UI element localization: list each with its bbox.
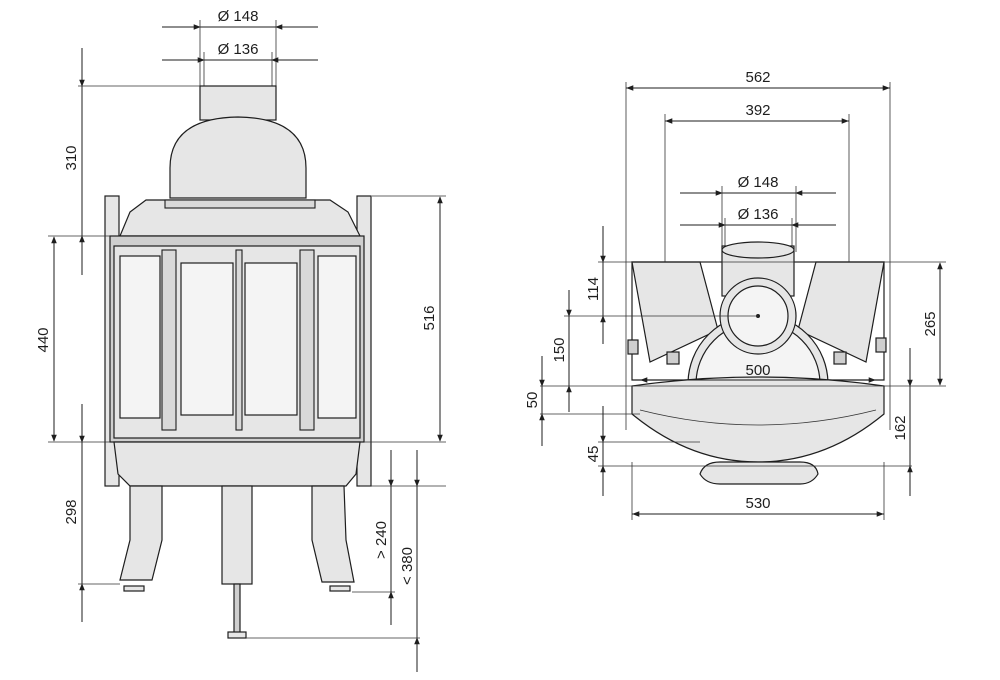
flue-to-front-dimension: 150 [551,290,572,412]
flue-outer-dimension: Ø 148 [162,8,318,88]
step-label: 45 [585,446,602,463]
min-height-dimension: > 240 [373,450,394,625]
max-height-label: < 380 [399,547,416,585]
flue-offset-label: 114 [585,277,602,301]
min-height-label: > 240 [373,521,390,559]
flue-offset-dimension: 114 [585,226,606,344]
door-height-label: 440 [35,327,52,352]
front-view: Ø 148 Ø 136 [35,8,446,672]
flue-inner-dimension: Ø 136 [162,41,318,88]
total-width-label: 562 [745,69,770,86]
side-depth-label: 265 [922,311,939,336]
top-flue-outer-dimension: Ø 148 [680,174,836,252]
flue-to-front-label: 150 [551,337,568,362]
body-height-label: 516 [421,305,438,330]
step-dimension: 45 [585,406,606,496]
top-height-dimension: 310 [63,48,85,275]
front-height-dimension: 162 [892,348,913,496]
total-width-dimension: 562 [625,69,891,430]
side-depth-dimension: 265 [922,262,943,386]
inner-width-label: 392 [745,102,770,119]
stove-front-body [104,85,372,639]
base-width-label: 530 [745,495,770,512]
leg-height-label: 298 [63,499,80,524]
top-height-label: 310 [63,145,80,170]
base-width-dimension: 530 [632,495,884,517]
inner-width-dimension: 392 [664,102,850,262]
top-flue-inner-label: Ø 136 [738,206,779,223]
front-radius-label: 500 [745,362,770,379]
front-depth-label: 50 [524,392,541,409]
leg-height-dimension: 298 [63,404,85,622]
front-height-label: 162 [892,415,909,440]
body-height-dimension: 516 [421,196,443,442]
flue-inner-label: Ø 136 [218,41,259,58]
front-depth-dimension: 50 [524,356,545,446]
flue-outer-label: Ø 148 [218,8,259,25]
max-height-dimension: < 380 [399,450,420,672]
door-height-dimension: 440 [35,236,57,442]
front-radius-dimension: 500 [640,362,876,383]
stove-plan-body [627,241,887,485]
top-view: 562 392 Ø 148 Ø 136 [524,69,946,520]
top-flue-outer-label: Ø 148 [738,174,779,191]
